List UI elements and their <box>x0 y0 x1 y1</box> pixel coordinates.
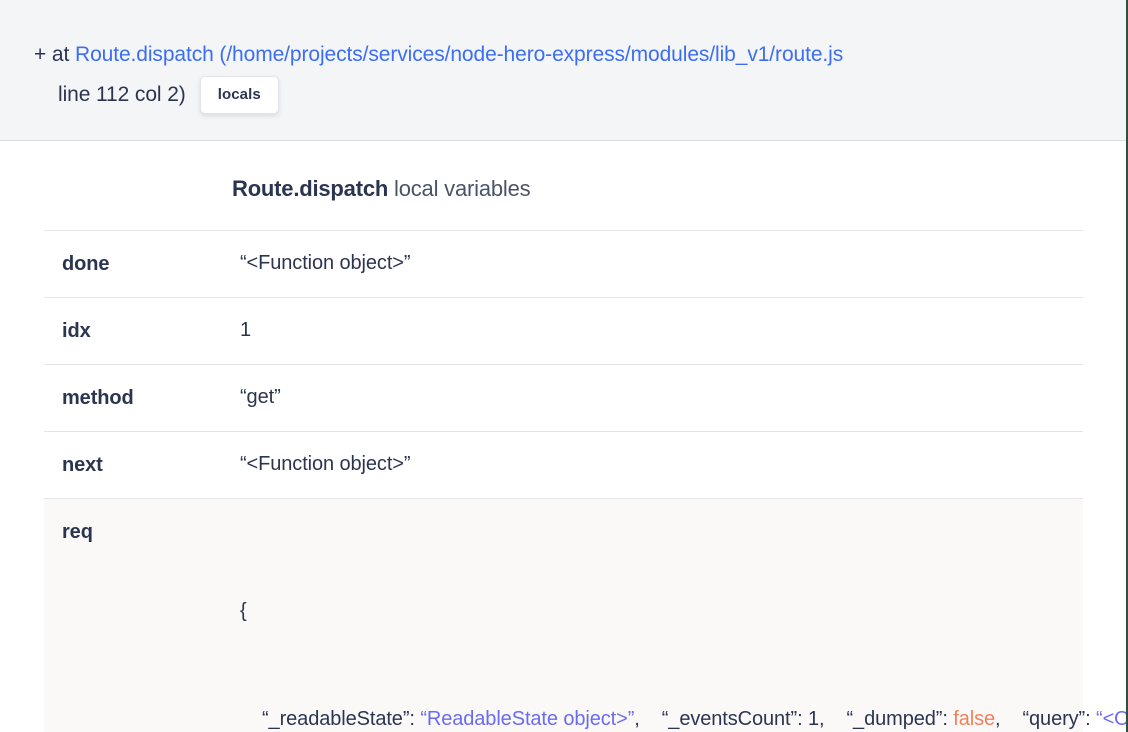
table-row: done “<Function object>” <box>44 230 1083 298</box>
json-entry: “query”: “<Object object>”, <box>1000 701 1126 732</box>
json-separator: : <box>409 708 421 730</box>
table-row: next “<Function object>” <box>44 431 1083 499</box>
json-value: false <box>953 708 995 730</box>
locals-panel: Route.dispatch local variables done “<Fu… <box>0 141 1126 732</box>
variable-name: next <box>62 454 103 476</box>
stack-frame-line-1: + at Route.dispatch (/home/projects/serv… <box>0 36 1126 74</box>
local-variables-table: done “<Function object>” idx 1 method “g… <box>44 230 1126 732</box>
json-separator: : <box>1085 708 1097 730</box>
frame-location-label: line 112 col 2) <box>58 83 186 106</box>
locals-title-scope: Route.dispatch <box>232 176 389 201</box>
locals-title: Route.dispatch local variables <box>0 176 1126 202</box>
variable-value-object: { “_readableState”: “ReadableState objec… <box>240 499 1126 732</box>
json-entry-list: “_readableState”: “ReadableState object>… <box>240 701 1126 732</box>
json-entry: “_readableState”: “ReadableState object>… <box>240 701 640 732</box>
variable-value: “<Function object>” <box>240 252 411 274</box>
stack-frame-line-2: line 112 col 2) locals <box>0 76 1126 114</box>
json-separator: : <box>942 708 954 730</box>
json-key: “_readableState” <box>262 708 410 730</box>
json-open-brace: { <box>240 600 247 622</box>
stack-at-label: at <box>51 43 70 66</box>
expand-plus-icon[interactable]: + <box>34 43 47 66</box>
json-key: “_eventsCount” <box>661 708 798 730</box>
table-row: method “get” <box>44 364 1083 432</box>
table-row: idx 1 <box>44 297 1083 365</box>
variable-name: method <box>62 387 134 409</box>
local-variables-body: done “<Function object>” idx 1 method “g… <box>44 230 1126 732</box>
table-row: req { “_readableState”: “ReadableState o… <box>44 498 1126 732</box>
json-object-view: { “_readableState”: “ReadableState objec… <box>240 521 1126 732</box>
json-value: “<Object object>” <box>1096 708 1126 730</box>
json-value: “ReadableState object>” <box>420 708 635 730</box>
locals-button[interactable]: locals <box>199 76 279 114</box>
frame-source-link[interactable]: Route.dispatch (/home/projects/services/… <box>75 43 844 66</box>
json-separator: : <box>797 708 808 730</box>
stack-frame-header: + at Route.dispatch (/home/projects/serv… <box>0 0 1126 141</box>
variable-name: done <box>62 253 110 275</box>
json-entry: “_dumped”: false, <box>825 701 1001 732</box>
json-key: “_dumped” <box>846 708 943 730</box>
variable-value: “<Function object>” <box>240 453 411 475</box>
locals-title-rest: local variables <box>388 176 531 201</box>
variable-value: 1 <box>240 319 252 341</box>
json-value: 1 <box>808 708 820 730</box>
json-key: “query” <box>1022 708 1086 730</box>
variable-name: idx <box>62 320 91 342</box>
json-comma: , <box>819 708 825 730</box>
variable-value: “get” <box>240 386 281 408</box>
variable-name: req <box>62 521 93 543</box>
json-entry: “_eventsCount”: 1, <box>640 701 825 732</box>
json-comma: , <box>634 708 640 730</box>
json-comma: , <box>995 708 1001 730</box>
